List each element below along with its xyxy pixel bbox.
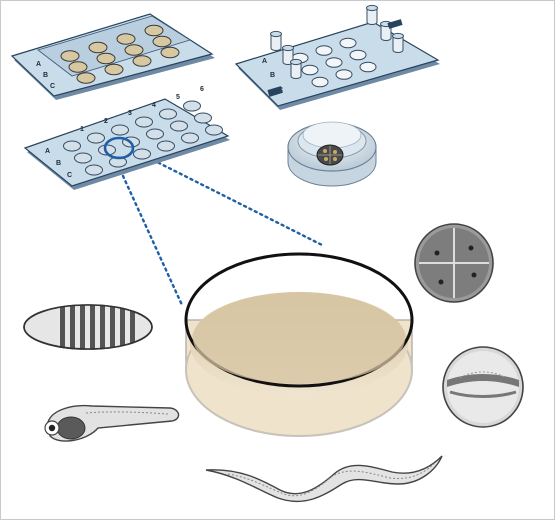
embryo-cross-section [442,346,524,428]
well [60,50,80,62]
well [87,132,105,144]
highlighted-well [103,136,135,160]
slide-top-left-row-a: A [36,61,41,68]
slide-top-left-row-b: B [43,72,48,79]
tube [290,58,302,79]
well [170,120,188,132]
slide-top-right-row-a: A [262,58,267,65]
well [181,132,199,144]
slide-mid-left-row-c: C [67,172,72,179]
column-label: 2 [104,118,108,125]
well [124,44,144,56]
slide-top-left-row-c: C [50,83,55,90]
well [301,64,319,76]
well [339,37,357,49]
well [74,152,92,164]
well [144,24,164,37]
well [68,61,88,73]
well [349,49,367,61]
tube [392,32,404,53]
well [160,46,180,59]
well [111,124,129,136]
well [159,108,177,120]
well [183,100,201,112]
well [335,69,353,80]
well [88,41,108,54]
well [132,55,152,67]
tube [270,30,282,51]
well [76,72,96,84]
zoomed-well-dish [184,252,414,437]
well [135,116,153,128]
well [116,33,136,45]
slide-mid-left-row-a: A [45,148,50,155]
well [85,164,103,176]
well [96,52,116,65]
slide-top-right-row-b: B [270,72,275,79]
tube [282,44,294,65]
nematode-worm [205,455,443,503]
zoom-line-left [116,163,184,307]
slide-mid-left-row-b: B [56,160,61,167]
well [133,148,151,160]
well [104,63,124,76]
slide-mid-left: A B C 1 2 3 4 5 6 [23,86,230,190]
well [311,76,329,88]
slide-top-left: A B C [10,13,215,100]
zoom-line-right [151,158,324,247]
well [146,128,164,140]
well [325,57,343,68]
well [359,61,377,73]
well [205,124,223,136]
well [194,112,212,124]
zebrafish-larva [44,404,180,442]
column-label: 4 [152,102,156,109]
column-label: 3 [128,110,132,117]
well [63,140,81,152]
tube [366,4,378,25]
slide-top-right: A B C [234,4,440,110]
column-label: 5 [176,94,180,101]
column-label: 6 [200,86,204,93]
column-label: 1 [80,126,84,133]
well [315,45,333,56]
well [152,35,172,48]
striped-embryo [23,304,153,350]
petri-dish-small [287,121,377,187]
well [157,140,175,152]
four-cell-embryo [414,223,494,303]
